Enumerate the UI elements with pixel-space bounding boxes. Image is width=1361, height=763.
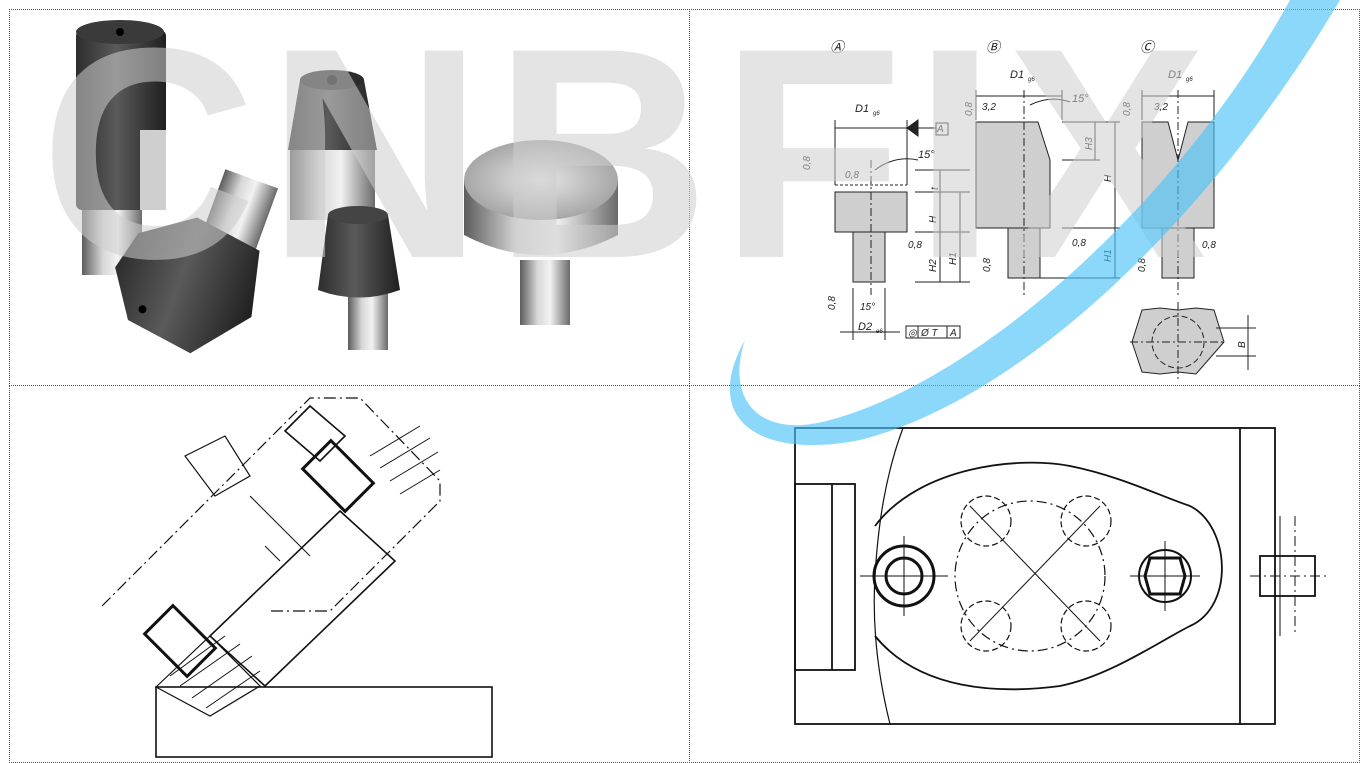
rough-32-c: 3,2 <box>1154 102 1168 113</box>
variant-b-drawing <box>975 90 1120 295</box>
locating-plate <box>874 461 1223 691</box>
dim-t-a: t <box>930 186 941 190</box>
variant-label-b: Ⓑ <box>986 39 1002 55</box>
rough-08-a3: 0,8 <box>802 156 813 170</box>
angled-fixture-drawing <box>101 397 493 758</box>
left-block <box>794 483 856 671</box>
diamond-pin-tall <box>76 20 166 275</box>
dim-d2-a: D2 <box>858 321 872 333</box>
angled-pin <box>115 169 279 354</box>
side-pin-view <box>1259 555 1316 597</box>
angled-arm <box>208 509 397 688</box>
product-photo <box>76 20 618 354</box>
hatched-section-low <box>154 635 261 717</box>
dim-d1-a: D1 <box>855 103 869 115</box>
rough-08-c3: 0,8 <box>1137 258 1148 272</box>
dim-d1-c: D1 <box>1168 69 1182 81</box>
pattern-circle <box>954 500 1106 652</box>
hole-bl <box>960 600 1012 652</box>
upper-clamp <box>283 404 347 463</box>
tol-datum: A <box>949 328 957 339</box>
dim-h-a: H <box>928 215 939 223</box>
round-flat-pin <box>464 140 618 325</box>
variant-label-a: Ⓐ <box>830 39 846 55</box>
phantom-outline <box>101 397 441 612</box>
rough-08-b: 0,8 <box>964 102 975 116</box>
hole-br <box>1060 600 1112 652</box>
product-photo-panel <box>9 9 690 386</box>
dim-d1-tol-a: g6 <box>873 111 880 117</box>
upper-pin <box>300 438 376 514</box>
dim-h2-a: H2 <box>928 259 939 272</box>
tol-value: Ø T <box>920 328 939 339</box>
dim-h1-b: H1 <box>1103 249 1114 262</box>
datum-a-label: A <box>936 124 944 135</box>
plate-fixture-drawing <box>794 427 1330 725</box>
conical-pin-back <box>288 70 377 220</box>
rough-08-a4: 0,8 <box>827 296 838 310</box>
dim-d1-b: D1 <box>1010 69 1024 81</box>
angle-15-a: 15° <box>918 149 935 161</box>
rough-08-a: 0,8 <box>845 170 859 181</box>
dimension-drawing: Ⓐ Ⓑ Ⓒ <box>802 39 1256 382</box>
plate-fixture-drawing-panel <box>689 385 1360 763</box>
dim-h3-b: H3 <box>1084 137 1095 150</box>
rough-08-c: 0,8 <box>1122 102 1133 116</box>
dim-b-c: B <box>1237 341 1248 348</box>
angle-15-a2: 15° <box>860 302 875 313</box>
dimension-drawing-panel: Ⓐ Ⓑ Ⓒ <box>689 9 1360 386</box>
rough-08-b3: 0,8 <box>982 258 993 272</box>
upper-hex-nut <box>184 435 251 497</box>
rough-08-c2: 0,8 <box>1202 240 1216 251</box>
angle-15-b: 15° <box>1072 93 1089 105</box>
hole-tl <box>960 495 1012 547</box>
variant-label-c: Ⓒ <box>1140 39 1156 55</box>
dim-d1-tol-b: g6 <box>1028 77 1035 83</box>
rough-32-b: 3,2 <box>982 102 996 113</box>
dim-d2-tol-a: e6 <box>876 329 883 335</box>
variant-c-drawing <box>1130 90 1256 382</box>
hatching-high <box>369 425 441 495</box>
dim-d1-tol-c: g6 <box>1186 77 1193 83</box>
angled-fixture-drawing-panel <box>9 385 690 763</box>
dim-h1-a: H1 <box>948 252 959 265</box>
dim-h-b: H <box>1103 174 1114 182</box>
lower-pin <box>142 603 218 679</box>
conical-pin-front <box>318 206 400 350</box>
variant-a-drawing <box>834 119 970 340</box>
hole-tr <box>1060 495 1112 547</box>
rough-08-b2: 0,8 <box>1072 238 1086 249</box>
tol-symbol: ◎ <box>908 328 918 339</box>
rough-08-a2: 0,8 <box>908 240 922 251</box>
base-plate <box>155 686 493 758</box>
